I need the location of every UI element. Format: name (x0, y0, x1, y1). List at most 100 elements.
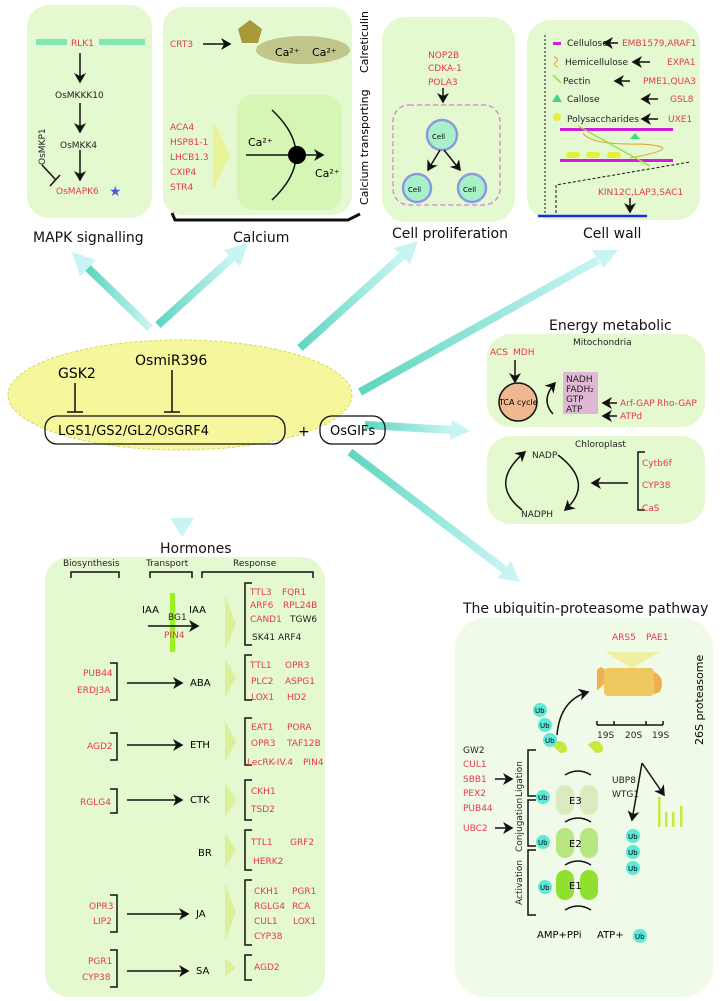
chloroplast-label: Chloroplast (575, 440, 626, 450)
cell-wall-panel: Cellulose EMB1579,ARAF1 Hemicellulose EX… (527, 20, 700, 242)
response-triangle (225, 833, 236, 867)
cell-proliferation-panel: NOP2B CDKA-1 POLA3 Cell Cell Cell Cell p… (382, 17, 515, 242)
ub-label: Ub (540, 884, 550, 892)
enzyme-e1: E1 (556, 870, 598, 900)
ubp8-label: UBP8 (612, 776, 636, 786)
response-gene: CKH1 (254, 887, 279, 897)
biosynthesis-gene: CYP38 (82, 973, 111, 983)
ub-label: Ub (540, 722, 550, 730)
response-gene: ARF6 (250, 601, 274, 611)
ubiquitin-panel: The ubiquitin-proteasome pathway ARS5 PA… (455, 601, 713, 997)
biosynthesis-gene: ERDJ3A (77, 686, 111, 696)
osmkp1-label: OsMKP1 (38, 128, 48, 165)
response-gene: FQR1 (282, 588, 306, 598)
ligase-label: SBB1 (463, 775, 487, 785)
subunit-label: 20S (625, 731, 642, 741)
ca-ion-label: Ca²⁺ (312, 46, 337, 59)
wall-gene-label: UXE1 (668, 115, 692, 125)
ub-label: Ub (628, 849, 638, 857)
response-gene: PIN4 (303, 758, 324, 768)
wall-gene-label: GSL8 (670, 95, 694, 105)
response-gene: GRF2 (290, 838, 314, 848)
wall-item-label: Polysaccharides (567, 115, 639, 125)
ubiquitin-title: The ubiquitin-proteasome pathway (462, 601, 708, 617)
cell-label: Cell (432, 133, 445, 141)
response-gene: CAND1 (250, 615, 282, 625)
gene-label: POLA3 (428, 78, 458, 88)
energy-title: Energy metabolic (549, 318, 672, 334)
response-gene: OPR3 (251, 739, 276, 749)
ligase-label: PUB44 (463, 804, 493, 814)
ub-label: Ub (628, 833, 638, 841)
response-gene: ARF4 (278, 633, 302, 643)
enzyme-e3: E3 (556, 785, 598, 815)
calcium-title: Calcium (233, 230, 289, 246)
amp-ppi-label: AMP+PPi (537, 930, 582, 941)
hormone-name: ABA (190, 678, 211, 689)
response-gene: CKH1 (251, 787, 276, 797)
pathway-arrows (72, 241, 618, 582)
chl-gene-label: CYP38 (642, 481, 671, 491)
hormone-name: ETH (190, 740, 210, 751)
wall-gene-label: EXPA1 (667, 58, 696, 68)
response-gene: ASPG1 (285, 677, 315, 687)
calreticulin-shape (238, 20, 262, 43)
atpd-label: ATPd (620, 412, 642, 422)
nadph-label: NADPH (521, 510, 553, 520)
response-gene: CYP38 (254, 932, 283, 942)
hormone-name: CTK (190, 795, 210, 806)
ub-label: Ub (535, 707, 545, 715)
arf-gap-label: Arf-GAP (620, 399, 655, 409)
hormones-panel: Hormones Biosynthesis Transport Response… (45, 541, 325, 997)
calcium-transporting-label: Calcium transporting (358, 89, 371, 205)
gene-label: ACA4 (170, 123, 194, 133)
response-gene: HERK2 (253, 857, 283, 867)
product-label: NADH (566, 375, 593, 385)
ca-ion-label: Ca²⁺ (248, 136, 273, 149)
response-gene: LecRK-IV.4 (247, 758, 293, 768)
response-gene: TTL1 (250, 838, 273, 848)
ub-label: Ub (628, 865, 638, 873)
plus-label: + (298, 424, 310, 440)
ubiquitin-icon: Ub (626, 829, 640, 843)
ubiquitin-icon: Ub (538, 880, 552, 894)
ubc2-label: UBC2 (463, 824, 488, 834)
pae1-label: PAE1 (646, 633, 668, 643)
response-gene: RCA (292, 902, 311, 912)
header-biosynthesis: Biosynthesis (63, 559, 120, 569)
nadp-label: NADP (532, 451, 558, 461)
mapk-title: MAPK signalling (33, 230, 144, 246)
wtg1-label: WTG1 (612, 790, 639, 800)
chl-gene-label: CaS (642, 504, 660, 514)
wall-gene-label: PME1,QUA3 (643, 77, 696, 87)
stage-label: Activation (515, 860, 525, 905)
biosynthesis-gene: AGD2 (87, 742, 113, 752)
subunit-label: 19S (652, 731, 669, 741)
calcium-panel: CRT3 Ca²⁺ Ca²⁺ ACA4 HSP81-1 LHCB1.3 CXIP… (163, 7, 371, 246)
crt3-label: CRT3 (170, 40, 193, 50)
response-gene: TSD2 (250, 805, 275, 815)
cell-label: Cell (408, 186, 421, 194)
hormone-name: JA (195, 909, 206, 920)
lgs1-complex-label: LGS1/GS2/GL2/OsGRF4 (58, 424, 209, 439)
response-gene: HD2 (287, 693, 306, 703)
ca-ion-label: Ca²⁺ (315, 167, 340, 180)
wall-gene-label: EMB1579,ARAF1 (622, 39, 697, 49)
iaa-label: IAA (189, 605, 206, 616)
gsk2-label: GSK2 (58, 366, 96, 382)
response-gene: TTL3 (249, 588, 272, 598)
response-gene: AGD2 (254, 963, 280, 973)
ubiquitin-icon: Ub (536, 835, 550, 849)
hormone-name: SA (196, 966, 210, 977)
enzyme-label: E1 (569, 881, 582, 892)
ca-ion-label: Ca²⁺ (275, 46, 300, 59)
wall-item-label: Cellulose (567, 39, 608, 49)
gene-label: NOP2B (428, 51, 459, 61)
biosynthesis-gene: OPR3 (89, 902, 114, 912)
ub-label: Ub (538, 839, 548, 847)
response-gene: RGLG4 (254, 902, 285, 912)
osmapk6-label: OsMAPK6 (56, 187, 99, 197)
atp-label: ATP+ (597, 930, 624, 941)
pin4-label: PIN4 (164, 631, 185, 641)
